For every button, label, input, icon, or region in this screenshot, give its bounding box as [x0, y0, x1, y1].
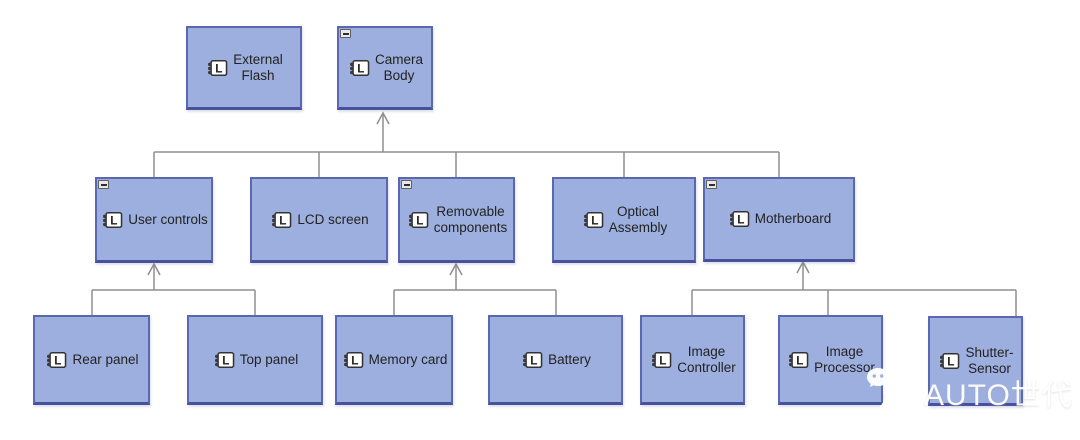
node-optical-assembly[interactable]: L Optical Assembly [552, 177, 696, 263]
node-label: Image Controller [677, 343, 736, 375]
component-icon: L [347, 58, 371, 78]
node-label: Memory card [368, 351, 448, 367]
node-camera-body[interactable]: L Camera Body [337, 26, 433, 110]
node-label: Optical Assembly [608, 203, 668, 235]
component-icon: L [212, 350, 236, 370]
node-external-flash[interactable]: L External Flash [186, 26, 302, 110]
svg-text:L: L [222, 353, 229, 367]
node-label: Image Processor [814, 343, 875, 375]
arrowhead-user-controls [147, 262, 161, 276]
node-shutter-sensor[interactable]: L Shutter- Sensor [928, 316, 1023, 406]
node-motherboard[interactable]: L Motherboard [703, 177, 855, 262]
svg-text:L: L [215, 61, 222, 75]
svg-text:L: L [351, 353, 358, 367]
arrowhead-camera-body [376, 111, 390, 125]
collapse-minus-icon[interactable] [98, 180, 109, 189]
svg-text:L: L [110, 213, 117, 227]
node-label: Removable components [433, 203, 508, 235]
svg-text:L: L [530, 353, 537, 367]
svg-text:L: L [591, 213, 598, 227]
node-user-controls[interactable]: L User controls [95, 177, 213, 263]
node-memory-card[interactable]: L Memory card [335, 315, 453, 405]
node-label: Camera Body [374, 51, 423, 83]
node-label: Top panel [239, 351, 299, 367]
node-image-controller[interactable]: L Image Controller [640, 315, 745, 405]
svg-text:L: L [659, 353, 666, 367]
svg-text:L: L [55, 353, 62, 367]
component-icon: L [520, 350, 544, 370]
node-image-processor[interactable]: L Image Processor [778, 315, 883, 405]
component-icon: L [44, 350, 68, 370]
node-label: LCD screen [297, 211, 369, 227]
svg-text:L: L [948, 354, 955, 368]
node-label: Rear panel [72, 351, 139, 367]
collapse-minus-icon[interactable] [340, 29, 351, 38]
node-label: Battery [548, 351, 591, 367]
node-label: External Flash [233, 51, 283, 83]
node-label: Shutter- Sensor [965, 344, 1014, 376]
component-icon: L [581, 210, 605, 230]
node-lcd-screen[interactable]: L LCD screen [250, 177, 388, 263]
arrowhead-motherboard [796, 260, 810, 274]
node-label: User controls [128, 211, 208, 227]
svg-text:L: L [796, 353, 803, 367]
component-icon: L [205, 58, 229, 78]
component-icon: L [269, 210, 293, 230]
component-icon: L [100, 210, 124, 230]
component-icon: L [727, 209, 751, 229]
node-rear-panel[interactable]: L Rear panel [33, 315, 150, 405]
node-top-panel[interactable]: L Top panel [187, 315, 323, 405]
arrowhead-removable-components [449, 262, 463, 276]
svg-text:L: L [357, 61, 364, 75]
node-battery[interactable]: L Battery [488, 315, 623, 405]
node-removable-components[interactable]: L Removable components [398, 177, 515, 263]
svg-text:L: L [737, 213, 744, 227]
component-icon: L [341, 350, 365, 370]
component-icon: L [649, 350, 673, 370]
svg-text:L: L [416, 213, 423, 227]
svg-text:L: L [280, 213, 287, 227]
component-icon: L [406, 210, 430, 230]
collapse-minus-icon[interactable] [401, 180, 412, 189]
node-label: Motherboard [754, 211, 832, 227]
component-icon: L [786, 350, 810, 370]
component-icon: L [937, 351, 961, 371]
collapse-minus-icon[interactable] [706, 180, 717, 189]
